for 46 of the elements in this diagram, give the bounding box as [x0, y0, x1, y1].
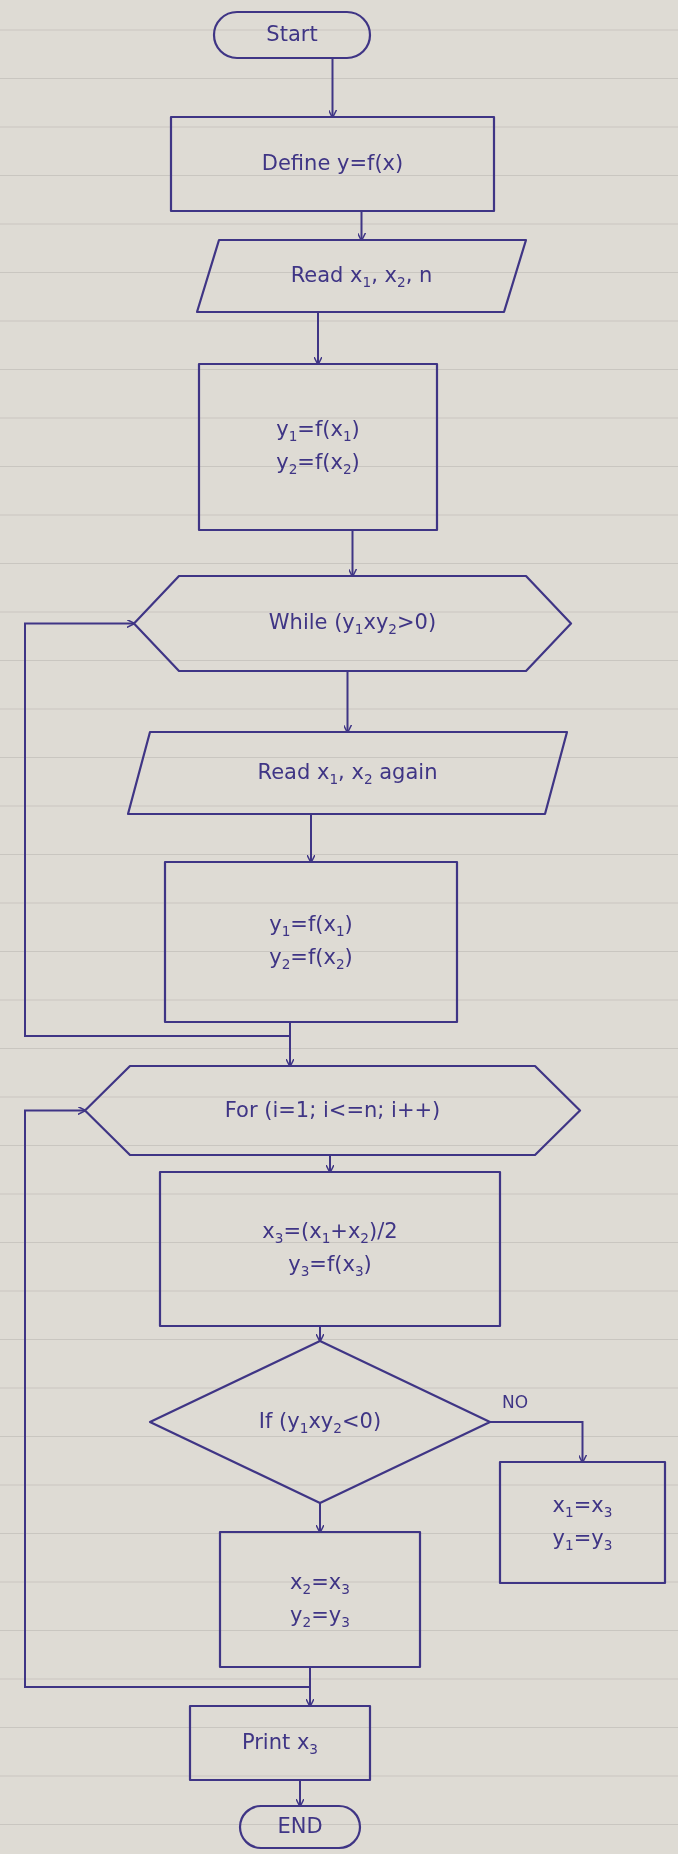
node-text: If (y$_{1}$xy$_{2}$<0) [258, 1407, 382, 1438]
node-text: Read x$_{1}$, x$_{2}$, n [290, 261, 433, 292]
node-text: x$_{2}$=x$_{3}$ [290, 1568, 350, 1599]
arrow [356, 210, 367, 242]
process-box [500, 1462, 665, 1583]
arrow [313, 311, 323, 366]
input-parallelogram [197, 240, 526, 312]
arrow [305, 1666, 315, 1708]
node-text: y$_{1}$=y$_{3}$ [552, 1524, 613, 1555]
process-box [171, 117, 494, 211]
node-text: x$_{3}$=(x$_{1}$+x$_{2}$)/2 [262, 1218, 398, 1249]
arrow [306, 813, 316, 864]
node-text: y$_{3}$=f(x$_{3}$) [288, 1251, 372, 1282]
node-text: x$_{1}$=x$_{3}$ [552, 1491, 613, 1522]
loop-hexagon [85, 1066, 580, 1155]
arrow [295, 1779, 305, 1808]
node-text: END [277, 1813, 323, 1841]
input-parallelogram [128, 732, 567, 814]
arrow [315, 1502, 325, 1534]
process-box [165, 862, 457, 1022]
arrow [24, 618, 291, 1037]
loop-hexagon [134, 576, 571, 671]
process-box [220, 1532, 420, 1667]
decision-diamond [150, 1341, 490, 1503]
node-text: y$_{1}$=f(x$_{1}$) [276, 416, 360, 447]
node-text: While (y$_{1}$xy$_{2}$>0) [268, 609, 437, 640]
node-text: y$_{1}$=f(x$_{1}$) [269, 911, 353, 942]
node-text: Print x$_{3}$ [241, 1728, 319, 1759]
arrow [285, 1021, 295, 1068]
arrow [347, 529, 358, 578]
arrow [24, 1105, 311, 1688]
node-text: Read x$_{1}$, x$_{2}$ again [257, 758, 438, 789]
arrow [325, 1154, 335, 1174]
node-text: y$_{2}$=f(x$_{2}$) [276, 449, 360, 480]
output-box [190, 1706, 370, 1780]
process-box [199, 364, 437, 530]
node-text: Start [266, 21, 318, 49]
arrow [327, 57, 338, 119]
arrow [342, 670, 353, 734]
arrow [315, 1325, 325, 1343]
node-text: Define y=f(x) [261, 150, 404, 178]
node-text: For (i=1; i<=n; i++) [224, 1096, 441, 1124]
process-box [160, 1172, 500, 1326]
node-text: y$_{2}$=f(x$_{2}$) [269, 944, 353, 975]
node-text: y$_{2}$=y$_{3}$ [290, 1601, 350, 1632]
arrow [489, 1421, 588, 1464]
